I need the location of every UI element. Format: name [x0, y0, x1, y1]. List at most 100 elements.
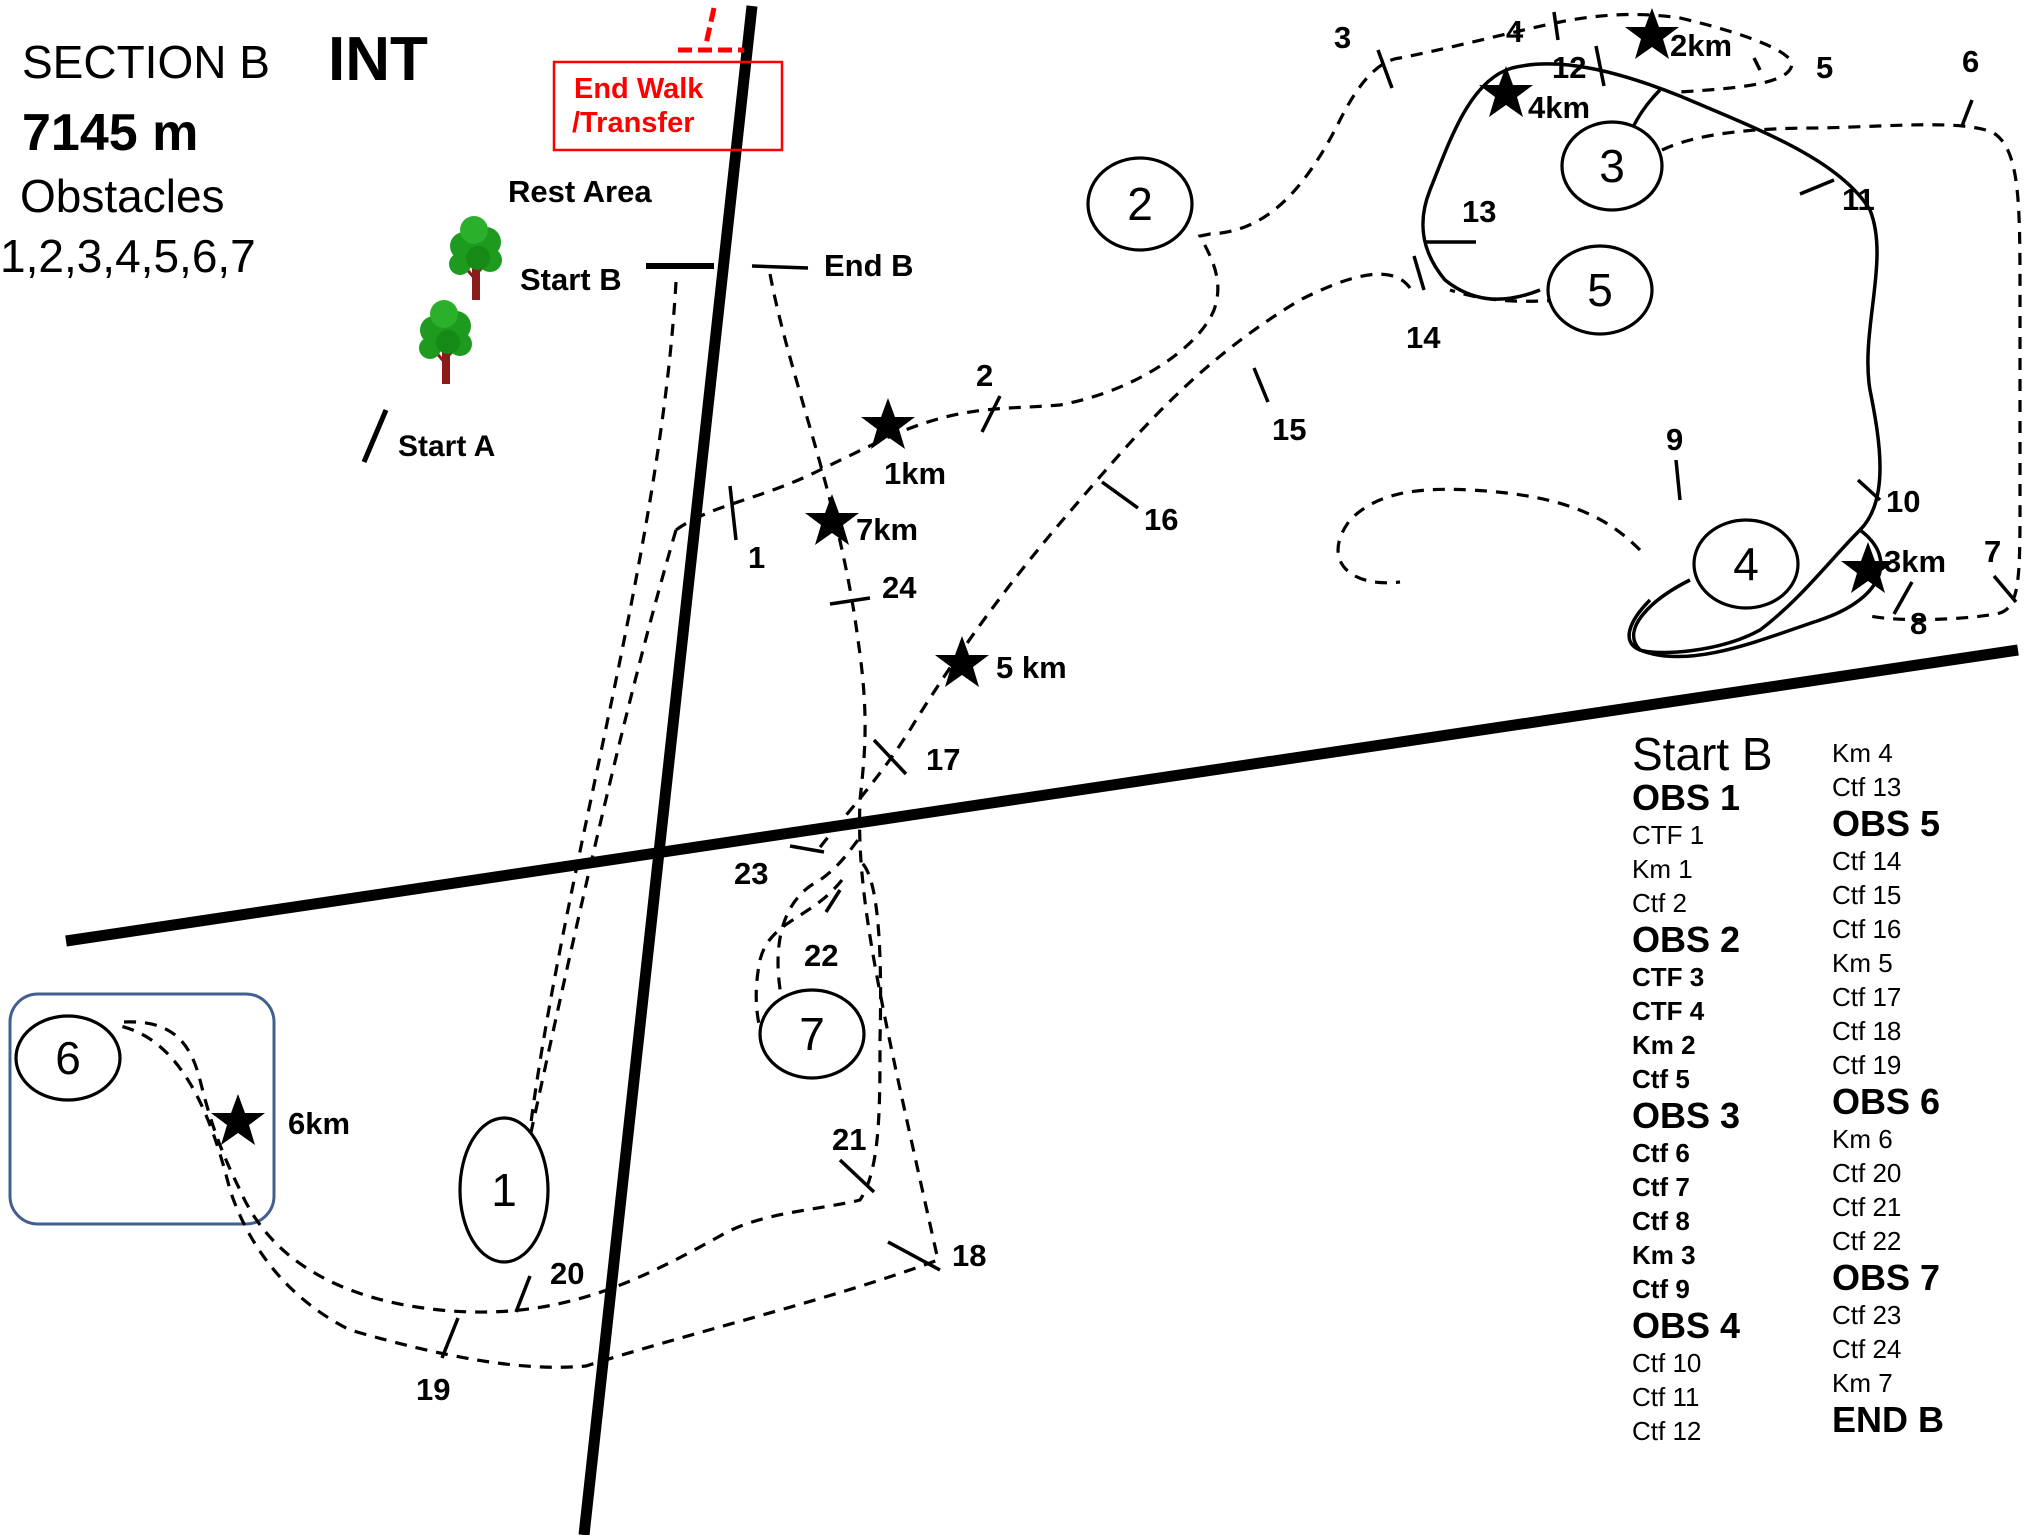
- start-a-line: [361, 409, 389, 463]
- legend-entry: Km 4: [1832, 738, 1893, 768]
- checkpoint-label: 7: [1984, 534, 2001, 569]
- obstacle-2-label: 2: [1127, 178, 1153, 230]
- star-icon: [1479, 66, 1533, 117]
- legend-entry: Ctf 18: [1832, 1016, 1901, 1046]
- legend-entry: Ctf 15: [1832, 880, 1901, 910]
- obstacle-6-highlight-box: [8, 992, 276, 1226]
- checkpoint-label: 14: [1406, 320, 1441, 355]
- checkpoint-label: 13: [1462, 194, 1496, 229]
- checkpoint-label: 8: [1910, 606, 1927, 641]
- obstacle-3-label: 3: [1599, 140, 1625, 192]
- checkpoint-label: 24: [882, 570, 917, 605]
- checkpoint-label: 6: [1962, 44, 1979, 79]
- legend-entry: Ctf 11: [1632, 1382, 1699, 1412]
- legend-entry: Start B: [1632, 728, 1773, 780]
- obstacle-5-label: 5: [1587, 264, 1613, 316]
- checkpoint-label: 15: [1272, 412, 1306, 447]
- obstacle-4: [1692, 518, 1800, 610]
- checkpoint-label: 23: [734, 856, 768, 891]
- obstacle-7-label: 7: [799, 1008, 825, 1060]
- km-label: 5 km: [996, 650, 1067, 685]
- legend-entry: Ctf 22: [1832, 1226, 1901, 1256]
- legend-entry: Km 7: [1832, 1368, 1893, 1398]
- legend-entry: OBS 3: [1632, 1095, 1740, 1136]
- legend-entry: Ctf 14: [1832, 846, 1901, 876]
- checkpoint-label: 1: [748, 540, 765, 575]
- obstacles-list: 1,2,3,4,5,6,7: [0, 230, 256, 282]
- km-markers: 1km 2km 3km 4km 5 km 6km 7km: [211, 8, 1946, 1145]
- obstacle-1: [458, 1116, 550, 1264]
- checkpoint-label: 3: [1334, 20, 1351, 55]
- checkpoint-label: 4: [1506, 14, 1524, 49]
- end-b-label: End B: [824, 248, 914, 283]
- legend-entry: OBS 5: [1832, 803, 1940, 844]
- end-walk-marker: [678, 7, 744, 53]
- legend-entry: OBS 1: [1632, 777, 1740, 818]
- obstacles-label: Obstacles: [20, 170, 225, 222]
- legend-entry: Ctf 20: [1832, 1158, 1901, 1188]
- legend-entry: Ctf 9: [1632, 1274, 1690, 1304]
- distance-label: 7145 m: [22, 104, 198, 162]
- road-horizontal: [65, 644, 2019, 947]
- checkpoint-label: 16: [1144, 502, 1178, 537]
- course-paths: [119, 12, 2022, 1369]
- rest-area-label: Rest Area: [508, 174, 652, 209]
- legend-entry: Ctf 19: [1832, 1050, 1901, 1080]
- legend-entry: Ctf 17: [1832, 982, 1901, 1012]
- km-label: 1km: [884, 456, 946, 491]
- legend-entry: Ctf 7: [1632, 1172, 1690, 1202]
- legend-entry: CTF 1: [1632, 820, 1704, 850]
- km-label: 2km: [1670, 28, 1732, 63]
- checkpoint-label: 21: [832, 1122, 866, 1157]
- obstacle-6: [14, 1014, 122, 1102]
- obstacle-5: [1546, 244, 1654, 336]
- legend-entry: Ctf 6: [1632, 1138, 1690, 1168]
- km-label: 6km: [288, 1106, 350, 1141]
- legend-entry: Ctf 5: [1632, 1064, 1690, 1094]
- legend-entry: Ctf 21: [1832, 1192, 1901, 1222]
- end-walk-line2: /Transfer: [572, 107, 695, 139]
- legend-entry: OBS 2: [1632, 919, 1740, 960]
- legend-entry: OBS 7: [1832, 1257, 1940, 1298]
- checkpoint-label: 2: [976, 358, 993, 393]
- star-icon: [861, 398, 915, 449]
- obstacle-1-label: 1: [491, 1164, 517, 1216]
- star-icon: [935, 636, 989, 687]
- legend-entry: OBS 4: [1632, 1305, 1740, 1346]
- tree-icon: [417, 298, 474, 386]
- checkpoint-label: 11: [1842, 182, 1875, 217]
- checkpoint-label: 9: [1666, 422, 1683, 457]
- end-b-line: [751, 264, 809, 270]
- legend-entry: Ctf 24: [1832, 1334, 1901, 1364]
- checkpoint-label: 5: [1816, 50, 1833, 85]
- legend-entry: Ctf 8: [1632, 1206, 1690, 1236]
- legend-entry: Ctf 2: [1632, 888, 1687, 918]
- checkpoint-label: 12: [1552, 50, 1586, 85]
- km-label: 4km: [1528, 90, 1590, 125]
- obstacle-3: [1560, 120, 1664, 212]
- checkpoint-label: 17: [926, 742, 960, 777]
- km-label: 3km: [1884, 544, 1946, 579]
- checkpoint-label: 10: [1886, 484, 1920, 519]
- obstacle-4-label: 4: [1733, 538, 1759, 590]
- legend-entry: Km 6: [1832, 1124, 1893, 1154]
- checkpoint-label: 20: [550, 1256, 584, 1291]
- star-icon: [805, 494, 859, 545]
- end-walk-line1: End Walk: [574, 73, 704, 105]
- start-a-label: Start A: [398, 430, 495, 463]
- section-label: SECTION B: [22, 36, 270, 88]
- obstacle-2: [1086, 156, 1194, 252]
- checkpoint-label: 19: [416, 1372, 450, 1407]
- legend-entry: Ctf 10: [1632, 1348, 1701, 1378]
- tree-icon: [447, 214, 504, 302]
- legend-entry: CTF 3: [1632, 962, 1704, 992]
- obstacle-7: [758, 988, 866, 1080]
- legend-entry: Km 3: [1632, 1240, 1696, 1270]
- checkpoint-label: 22: [804, 938, 838, 973]
- end-walk-box: [552, 60, 784, 152]
- legend-entry: Ctf 12: [1632, 1416, 1701, 1446]
